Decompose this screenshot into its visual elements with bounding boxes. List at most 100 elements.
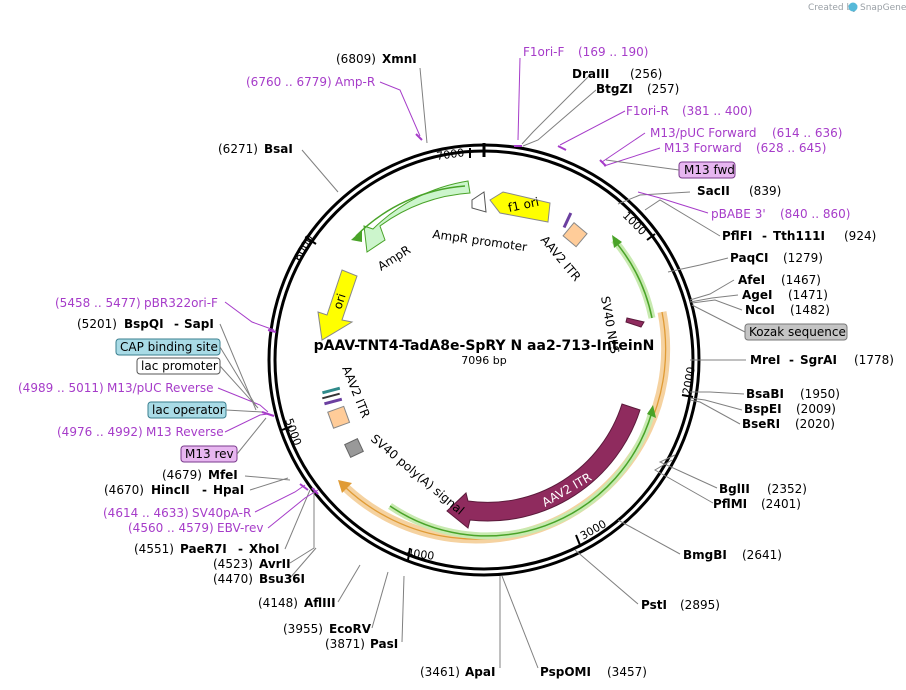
pbabe3-range: (840 .. 860) bbox=[780, 207, 850, 221]
paer7i-site[interactable]: PaeR7I bbox=[180, 542, 227, 556]
btgzi-site[interactable]: BtgZI bbox=[596, 82, 633, 96]
tick-label-4000: 4000 bbox=[406, 546, 436, 563]
ampr-green-line bbox=[355, 185, 466, 237]
bsai-site[interactable]: BsaI bbox=[264, 142, 293, 156]
mrei-position: (1778) bbox=[854, 353, 894, 367]
tick-label-1000: 1000 bbox=[620, 209, 649, 238]
cas9n-feature[interactable] bbox=[446, 403, 641, 529]
lac-promoter-box[interactable]: lac promoter bbox=[136, 357, 221, 375]
ori-feature[interactable] bbox=[317, 269, 358, 341]
ampr-label: AmpR bbox=[375, 243, 413, 274]
bmgbi-site[interactable]: BmgBI bbox=[683, 548, 727, 562]
aflii-site[interactable]: AflIII bbox=[304, 596, 336, 610]
bsabi-position: (1950) bbox=[800, 387, 840, 401]
primer-connectors bbox=[217, 57, 709, 529]
mrei-separator: - bbox=[789, 353, 794, 367]
draiii-site[interactable]: DraIII bbox=[572, 67, 609, 81]
psti-site[interactable]: PstI bbox=[641, 598, 667, 612]
bspqi-site[interactable]: BspQI bbox=[124, 317, 164, 331]
pflfi-position: (924) bbox=[844, 229, 876, 243]
mrei-site[interactable]: MreI bbox=[750, 353, 780, 367]
f1ori-f-primer[interactable]: F1ori-F bbox=[523, 45, 564, 59]
m13-rev-box-connector bbox=[236, 417, 267, 455]
f1-ori-feature[interactable] bbox=[489, 191, 551, 223]
pspomi-site[interactable]: PspOMI bbox=[540, 665, 591, 679]
kozak-box[interactable]: Kozak sequence bbox=[744, 323, 848, 341]
mfei-site[interactable]: MfeI bbox=[208, 468, 238, 482]
aav2-itr-bottom-feature[interactable] bbox=[327, 405, 351, 429]
bspqi-position: (5201) bbox=[77, 317, 117, 331]
sapi-site[interactable]: SapI bbox=[184, 317, 214, 331]
pflmi-position: (2401) bbox=[761, 497, 801, 511]
agei-site[interactable]: AgeI bbox=[742, 288, 772, 302]
hincii-site[interactable]: HincII bbox=[151, 483, 190, 497]
ncoi-position: (1482) bbox=[790, 303, 830, 317]
site-connectors bbox=[219, 67, 746, 669]
sv40pa-r-primer[interactable]: SV40pA-R bbox=[192, 506, 251, 520]
agei-position: (1471) bbox=[788, 288, 828, 302]
lac-promoter-box-label: lac promoter bbox=[141, 359, 218, 373]
xhoi-site[interactable]: XhoI bbox=[249, 542, 280, 556]
afei-position: (1467) bbox=[781, 273, 821, 287]
lac-operator-box-label: lac operator bbox=[152, 403, 225, 417]
kozak-box-label: Kozak sequence bbox=[749, 325, 846, 339]
lac-operator-box[interactable]: lac operator bbox=[147, 401, 227, 419]
hincii-position: (4670) bbox=[104, 483, 144, 497]
sv40-nls-feature[interactable] bbox=[625, 317, 645, 328]
bseri-site[interactable]: BseRI bbox=[742, 417, 780, 431]
pasi-site[interactable]: PasI bbox=[370, 637, 398, 651]
avrii-site[interactable]: AvrII bbox=[259, 557, 291, 571]
paqci-site[interactable]: PaqCI bbox=[730, 251, 768, 265]
m13puc-rev-primer[interactable]: M13/pUC Reverse bbox=[107, 381, 214, 395]
pflmi-site[interactable]: PflMI bbox=[713, 497, 747, 511]
ampr-promoter-feature[interactable] bbox=[471, 191, 487, 213]
xmni-site[interactable]: XmnI bbox=[382, 52, 417, 66]
paqci-position: (1279) bbox=[783, 251, 823, 265]
amp-r-primer[interactable]: Amp-R bbox=[335, 75, 375, 89]
created-by-text: Created by bbox=[808, 3, 858, 13]
f1ori-r-primer[interactable]: F1ori-R bbox=[626, 104, 669, 118]
f1ori-r-range: (381 .. 400) bbox=[682, 104, 752, 118]
sgrai-site[interactable]: SgrAI bbox=[800, 353, 837, 367]
aav2-itr-top-feature[interactable] bbox=[562, 222, 588, 248]
pflfi-site[interactable]: PflFI bbox=[722, 229, 752, 243]
ncoi-site[interactable]: NcoI bbox=[745, 303, 775, 317]
m13-fwd-primer[interactable]: M13 Forward bbox=[664, 141, 742, 155]
pbabe3-primer[interactable]: pBABE 3' bbox=[711, 207, 766, 221]
m13-fwd-box[interactable]: M13 fwd bbox=[678, 161, 736, 179]
bglii-site[interactable]: BglII bbox=[719, 482, 750, 496]
pasi-position: (3871) bbox=[325, 637, 365, 651]
bsu36i-site[interactable]: Bsu36I bbox=[259, 572, 305, 586]
m13-rev-primer[interactable]: M13 Reverse bbox=[146, 425, 224, 439]
tick-marks bbox=[281, 148, 694, 561]
mfei-position: (4679) bbox=[162, 468, 202, 482]
xmni-position: (6809) bbox=[336, 52, 376, 66]
m13-rev-range: (4976 .. 4992) bbox=[57, 425, 143, 439]
cap-binding-box[interactable]: CAP binding site bbox=[115, 338, 221, 356]
avrii-position: (4523) bbox=[213, 557, 253, 571]
tth111i-site[interactable]: Tth111I bbox=[773, 229, 825, 243]
ecorv-position: (3955) bbox=[283, 622, 323, 636]
itr-primer-mark-top bbox=[562, 212, 573, 229]
lac-feature-stack bbox=[322, 386, 343, 406]
ampr-feature[interactable] bbox=[363, 180, 471, 253]
sacii-site[interactable]: SacII bbox=[697, 184, 730, 198]
apai-site[interactable]: ApaI bbox=[465, 665, 495, 679]
pbr322-primer[interactable]: pBR322ori-F bbox=[144, 296, 218, 310]
tick-label-6000: 6000 bbox=[291, 233, 316, 264]
ampr-promoter-label: AmpR promoter bbox=[432, 227, 528, 254]
bspqi-separator: - bbox=[174, 317, 179, 331]
ebv-rev-primer[interactable]: EBV-rev bbox=[217, 521, 263, 535]
apai-position: (3461) bbox=[420, 665, 460, 679]
bspei-site[interactable]: BspEI bbox=[744, 402, 782, 416]
m13puc-fwd-primer[interactable]: M13/pUC Forward bbox=[650, 126, 757, 140]
hpai-site[interactable]: HpaI bbox=[213, 483, 244, 497]
ecorv-site[interactable]: EcoRV bbox=[329, 622, 372, 636]
sv40-polya-feature[interactable] bbox=[344, 438, 364, 458]
bsabi-site[interactable]: BsaBI bbox=[746, 387, 784, 401]
amp-r-range: (6760 .. 6779) bbox=[246, 75, 332, 89]
afei-site[interactable]: AfeI bbox=[738, 273, 765, 287]
f1ori-f-range: (169 .. 190) bbox=[578, 45, 648, 59]
m13-rev-box[interactable]: M13 rev bbox=[180, 445, 238, 463]
